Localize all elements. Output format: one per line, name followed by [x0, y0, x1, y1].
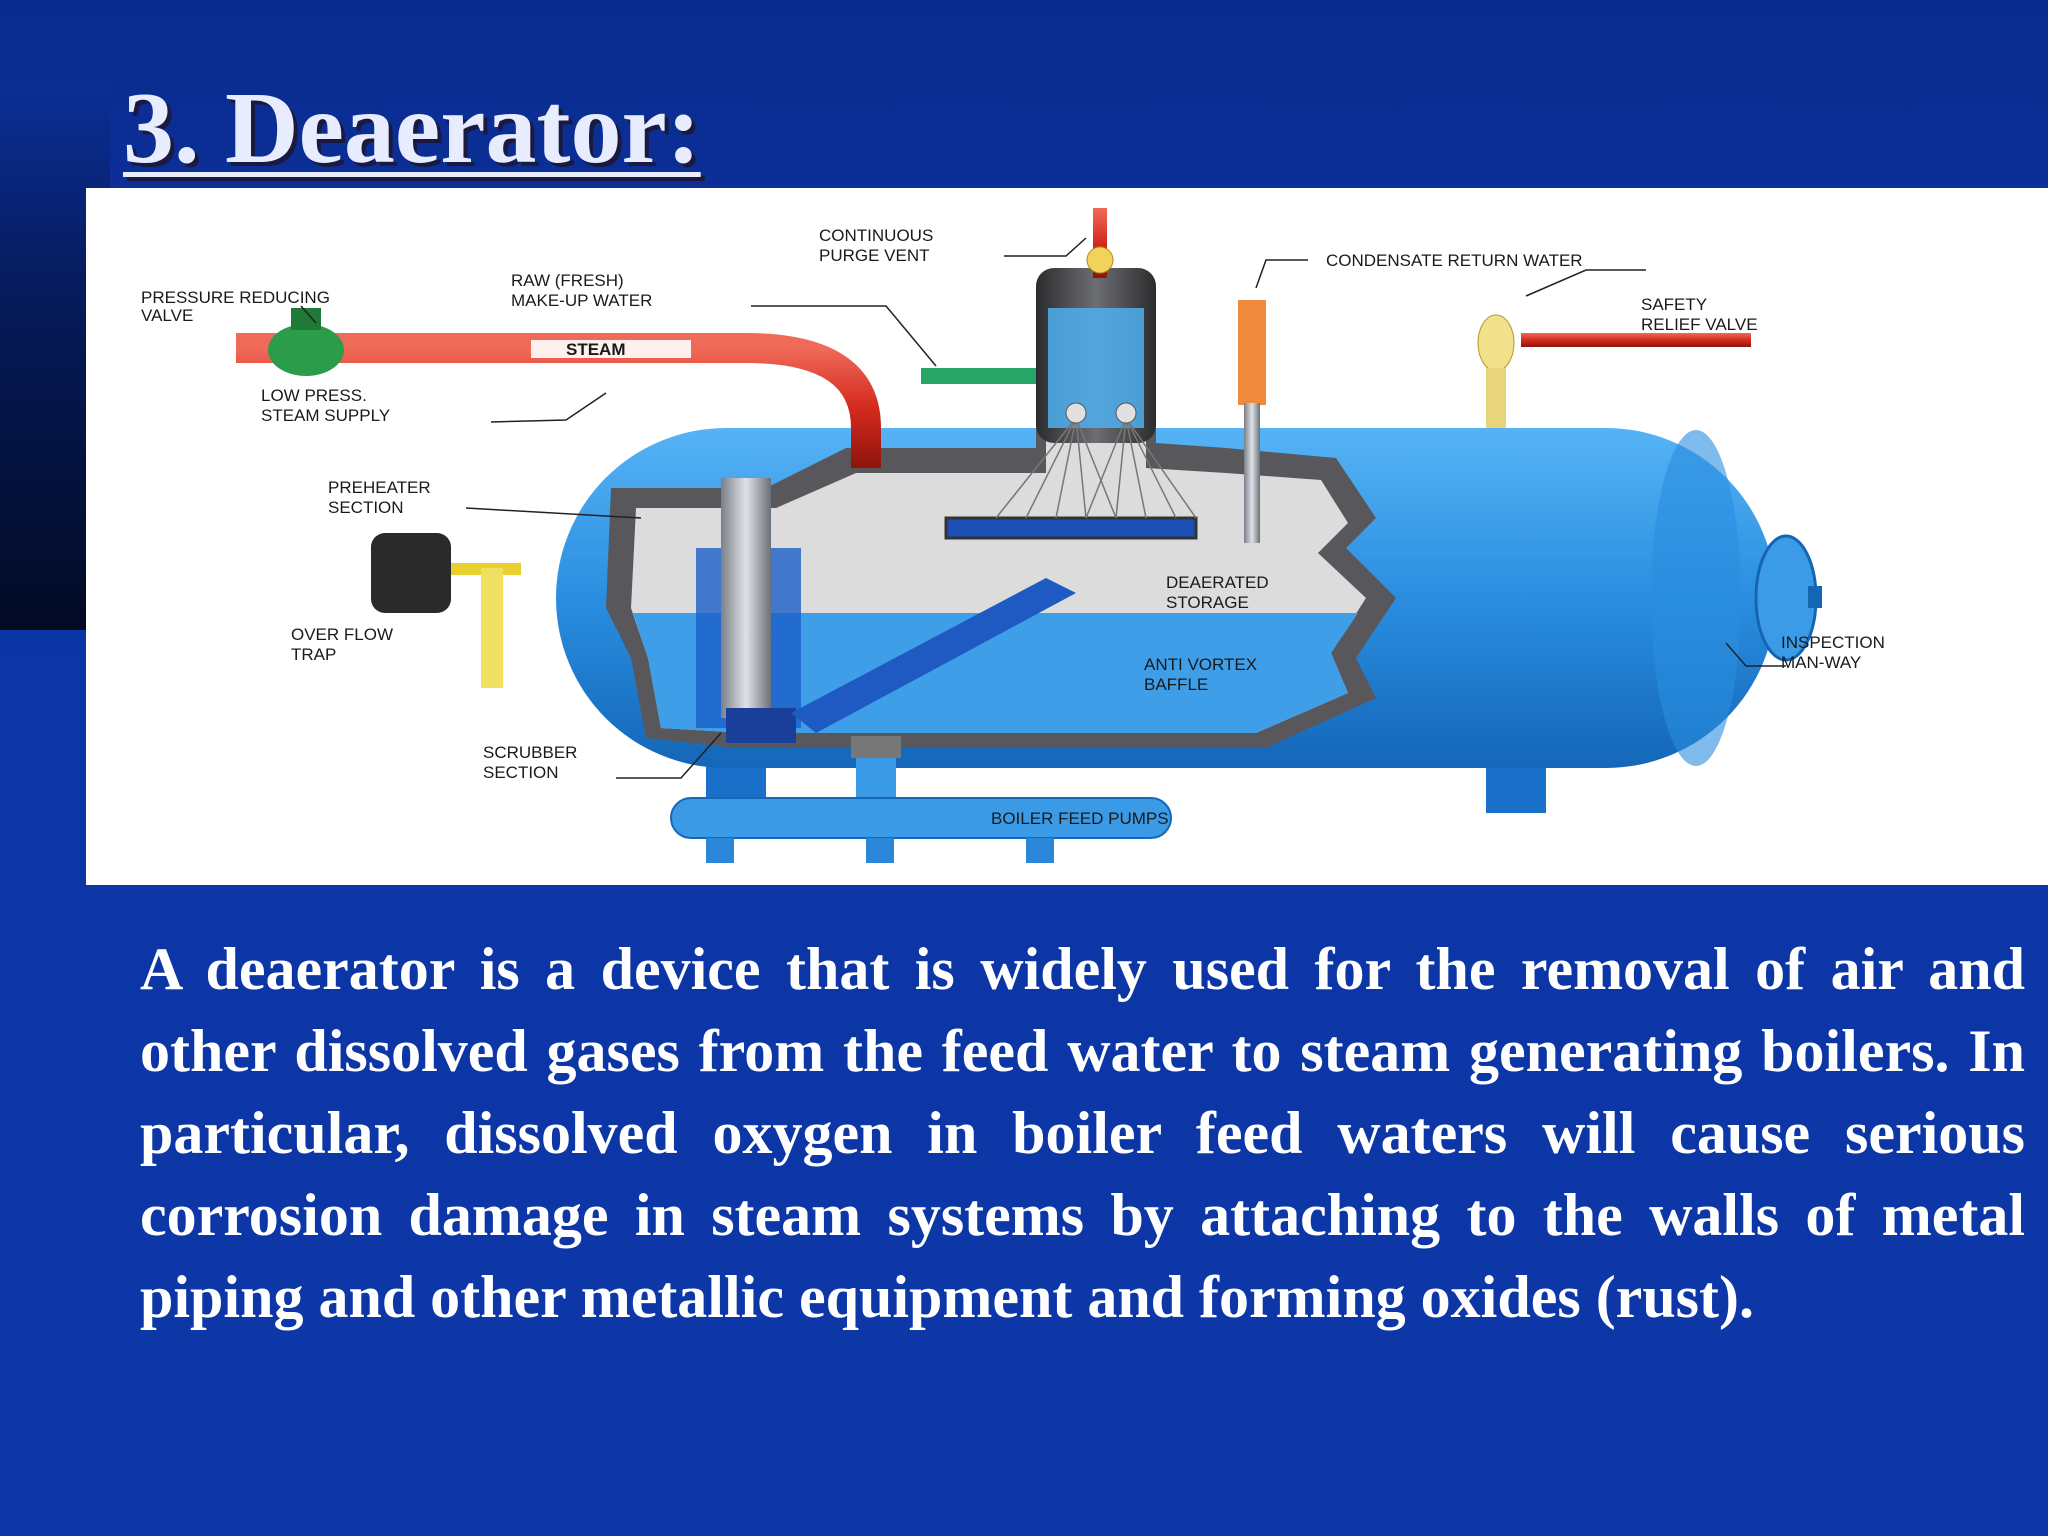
overflow-drain	[481, 568, 503, 688]
steam-supply-pipe	[236, 333, 881, 468]
overflow-trap	[371, 533, 451, 613]
pump-branch	[706, 838, 734, 863]
deaerator-diagram: CONTINUOUS PURGE VENT CONDENSATE RETURN …	[86, 188, 2048, 885]
pump-branch	[866, 838, 894, 863]
manway-handle	[1808, 586, 1822, 608]
scrubber-base	[726, 708, 796, 743]
label-deaerated-storage: STORAGE	[1166, 593, 1249, 612]
label-over-flow-trap: TRAP	[291, 645, 336, 664]
label-anti-vortex-baffle: BAFFLE	[1144, 675, 1208, 694]
safety-relief-valve	[1477, 314, 1515, 372]
label-raw-makeup-water: MAKE-UP WATER	[511, 291, 652, 310]
feed-outlet	[856, 758, 896, 798]
deaerator-illustration: CONTINUOUS PURGE VENT CONDENSATE RETURN …	[141, 208, 1885, 863]
condensate-inlet	[1244, 403, 1260, 543]
label-scrubber-section: SCRUBBER	[483, 743, 577, 762]
label-condensate-return-water: CONDENSATE RETURN WATER	[1326, 251, 1583, 270]
spray-tray	[944, 516, 1198, 540]
label-low-press-steam-supply: LOW PRESS.	[261, 386, 367, 405]
leader-lines	[300, 237, 1786, 779]
outlet-flange	[851, 736, 901, 758]
label-pressure-reducing-valve: PRESSURE REDUCING	[141, 288, 330, 307]
valve-actuator	[291, 308, 321, 330]
label-over-flow-trap: OVER FLOW	[291, 625, 393, 644]
label-raw-makeup-water: RAW (FRESH)	[511, 271, 624, 290]
label-preheater-section: PREHEATER	[328, 478, 431, 497]
makeup-water-pipe	[921, 368, 1036, 384]
spray-nozzle	[1065, 402, 1087, 424]
label-inspection-man-way: INSPECTION	[1781, 633, 1885, 652]
label-safety-relief-valve: RELIEF VALVE	[1641, 315, 1758, 334]
slide-title: 3. Deaerator:	[123, 72, 701, 185]
label-boiler-feed-pumps: BOILER FEED PUMPS	[991, 809, 1169, 828]
spray-nozzle	[1115, 402, 1137, 424]
label-continuous-purge-vent: PURGE VENT	[819, 246, 930, 265]
boiler-feed-header	[670, 797, 1172, 839]
scrubber-column	[721, 478, 771, 718]
tank-head	[1651, 430, 1741, 766]
purge-vent-valve	[1086, 246, 1114, 274]
label-inspection-man-way: MAN-WAY	[1781, 653, 1861, 672]
label-steam: STEAM	[566, 340, 626, 359]
steam-label-bg	[531, 340, 691, 358]
label-low-press-steam-supply: STEAM SUPPLY	[261, 406, 390, 425]
relief-pipe	[1521, 333, 1751, 347]
condensate-return-pipe	[1238, 300, 1266, 405]
pump-branch	[1026, 838, 1054, 863]
label-scrubber-section: SECTION	[483, 763, 559, 782]
label-continuous-purge-vent: CONTINUOUS	[819, 226, 933, 245]
pressure-reducing-valve	[268, 324, 344, 376]
label-safety-relief-valve: SAFETY	[1641, 295, 1707, 314]
transfer-pipe	[791, 578, 1076, 733]
label-preheater-section: SECTION	[328, 498, 404, 517]
label-anti-vortex-baffle: ANTI VORTEX	[1144, 655, 1257, 674]
label-pressure-reducing-valve: VALVE	[141, 306, 193, 325]
label-deaerated-storage: DEAERATED	[1166, 573, 1269, 592]
slide-body-text: A deaerator is a device that is widely u…	[140, 936, 2025, 1330]
relief-valve-body	[1486, 368, 1506, 428]
spray-lines	[995, 417, 1197, 519]
